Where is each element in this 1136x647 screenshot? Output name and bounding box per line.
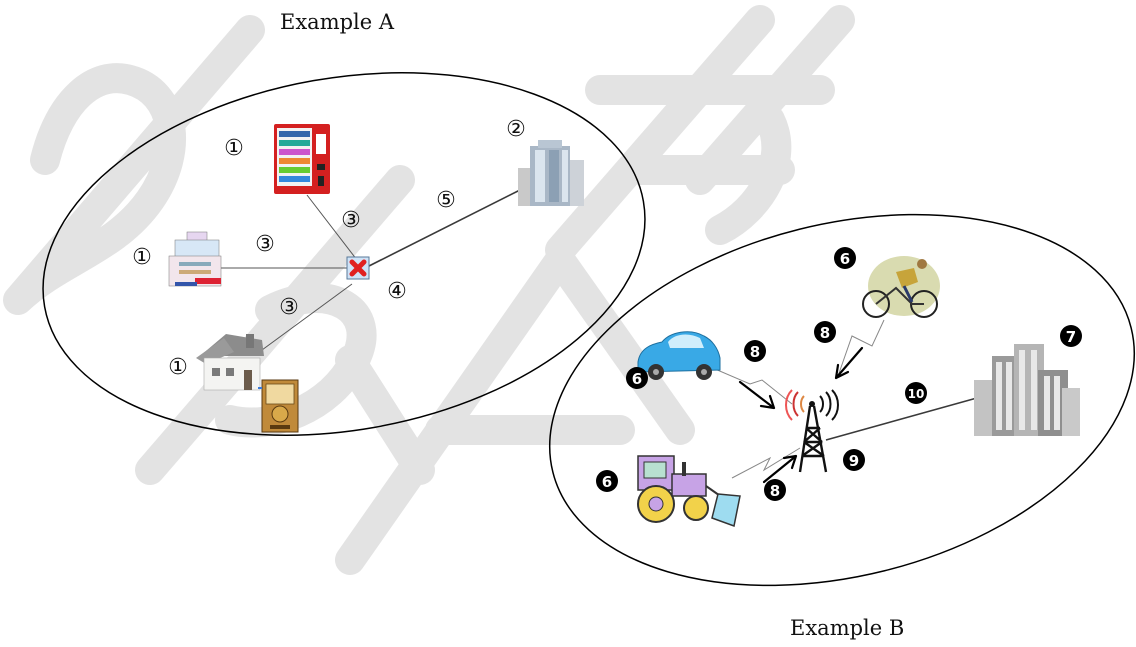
link-car-tower: [707, 365, 793, 405]
link-cyclist-tower: [837, 319, 885, 377]
label-house-device: ①: [168, 355, 188, 380]
label-link-city: 10: [905, 382, 927, 404]
printer-icon: [168, 231, 222, 287]
car-icon: [637, 331, 721, 380]
label-city: 7: [1060, 325, 1082, 347]
link-tower-city: [825, 395, 985, 441]
label-car: 6: [626, 367, 648, 389]
label-city-text: 7: [1066, 328, 1076, 346]
label-cyclist: 6: [834, 247, 856, 269]
office-building-icon: [518, 140, 584, 206]
arrow-tractor-tower: [762, 454, 798, 484]
arrow-car-tower: [738, 380, 776, 410]
link-vending-gateway: [306, 194, 358, 261]
vending-machine-icon: [274, 124, 330, 194]
label-link-tractor-text: 8: [770, 482, 780, 500]
label-tractor-text: 6: [602, 473, 612, 491]
label-link-house: ③: [279, 295, 299, 320]
tractor-icon: [637, 455, 741, 528]
house-icon: [196, 334, 264, 391]
label-link-car-text: 8: [750, 343, 760, 361]
label-vending-device: ①: [224, 136, 244, 161]
label-car-text: 6: [632, 370, 642, 388]
draft-watermark: [3, 5, 855, 575]
link-gateway-building: [368, 189, 521, 267]
cyclist-icon: [862, 256, 940, 318]
label-link-printer: ③: [255, 232, 275, 257]
link-house-gateway: [261, 283, 353, 351]
label-gateway: ④: [387, 279, 407, 304]
label-link-vending: ③: [341, 208, 361, 233]
city-buildings-icon: [974, 344, 1080, 436]
label-cyclist-text: 6: [840, 250, 850, 268]
label-link-car: 8: [744, 340, 766, 362]
example-b-boundary: [548, 213, 1136, 587]
link-tractor-tower: [731, 447, 801, 479]
label-tractor: 6: [596, 470, 618, 492]
arrow-cyclist-tower: [834, 346, 864, 380]
label-tower: 9: [843, 449, 865, 471]
label-link-cyclist: 8: [814, 321, 836, 343]
label-link-cyclist-text: 8: [820, 324, 830, 342]
label-building: ②: [506, 117, 526, 142]
example-a-caption: Example A: [280, 10, 395, 34]
example-a-boundary: [42, 72, 646, 436]
meter-icon: [258, 379, 299, 433]
label-link-building: ⑤: [436, 188, 456, 213]
label-tower-text: 9: [849, 452, 859, 470]
cell-tower-icon: [785, 389, 839, 473]
label-link-tractor: 8: [764, 479, 786, 501]
example-b-caption: Example B: [790, 616, 905, 640]
label-link-city-text: 10: [908, 387, 925, 401]
gateway-icon: [346, 256, 370, 280]
label-printer-device: ①: [132, 245, 152, 270]
